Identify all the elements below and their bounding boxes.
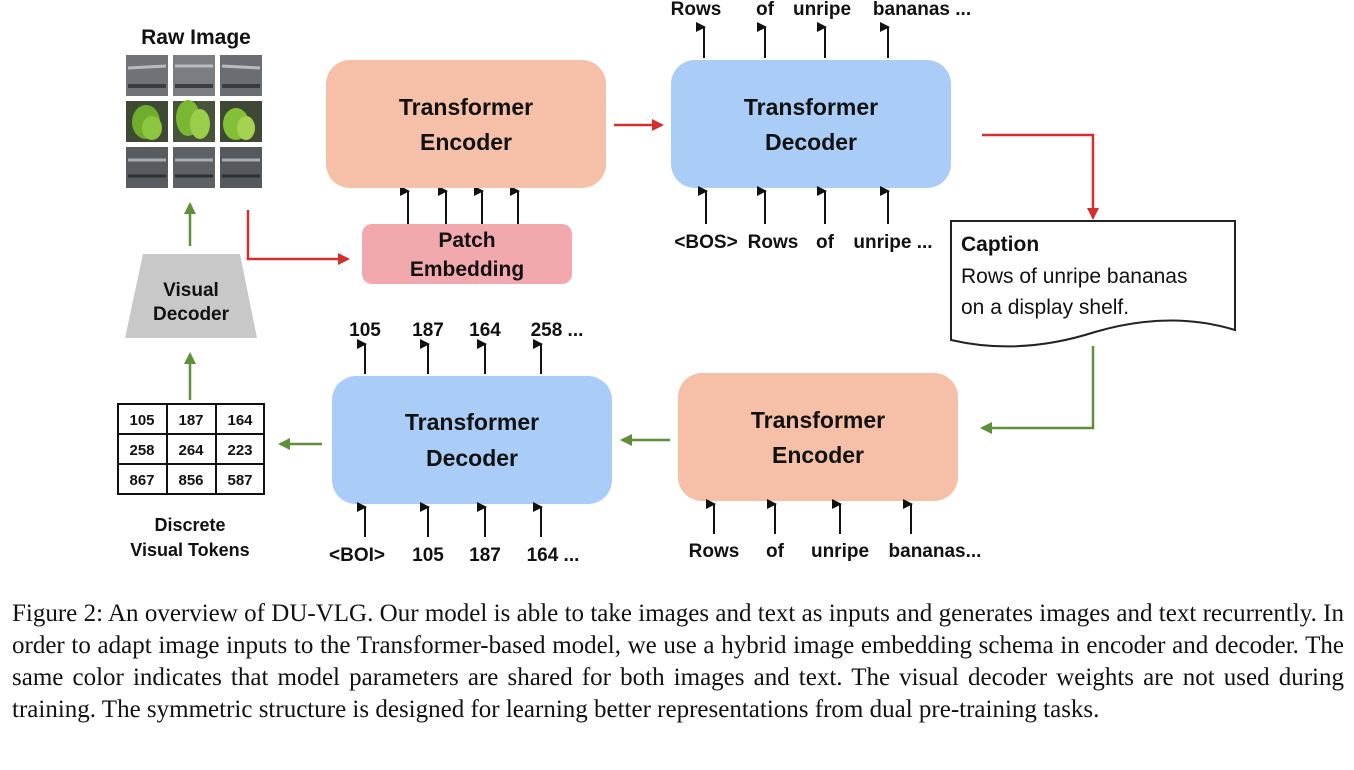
- token-cell: 164: [227, 412, 253, 429]
- bottom-decoder-output-token: 164: [469, 320, 501, 341]
- bottom-decoder-label-2: Decoder: [426, 445, 518, 471]
- bottom-decoder-input-token: 105: [412, 545, 444, 566]
- bottom-decoder-label-1: Transformer: [405, 409, 539, 435]
- arrow-decoder-to-caption: [982, 133, 1099, 220]
- top-encoder-label-2: Encoder: [420, 129, 512, 155]
- bottom-decoder-output-token: 187: [412, 320, 444, 341]
- token-cell: 258: [129, 442, 154, 459]
- top-decoder-input-token: Rows: [748, 232, 799, 253]
- top-decoder-label-1: Transformer: [744, 94, 878, 120]
- bottom-decoder-output-token: 258 ...: [531, 320, 584, 341]
- visual-decoder-label-1: Visual: [163, 280, 219, 301]
- patch-embedding-box: [362, 224, 572, 284]
- bottom-encoder-box: [678, 373, 958, 501]
- tokens-label-2: Visual Tokens: [130, 540, 249, 560]
- token-cell: 867: [129, 472, 154, 489]
- top-decoder-input-token: unripe ...: [853, 232, 932, 253]
- top-decoder-box: [671, 60, 951, 188]
- top-decoder-label-2: Decoder: [765, 129, 857, 155]
- top-encoder-box: [326, 60, 606, 188]
- bottom-decoder-box: [332, 376, 612, 504]
- bottom-encoder-input-token: of: [766, 541, 785, 562]
- top-encoder-label-1: Transformer: [399, 94, 533, 120]
- top-decoder-input-token: of: [816, 232, 835, 253]
- bottom-decoder-input-token: 164 ...: [527, 545, 580, 566]
- token-cell: 187: [178, 412, 203, 429]
- visual-decoder-box: [125, 254, 257, 338]
- bottom-encoder-label-2: Encoder: [772, 442, 864, 468]
- top-decoder-output-token: bananas ...: [873, 0, 971, 20]
- tokens-label-1: Discrete: [154, 515, 225, 535]
- du-vlg-diagram: Raw Image Visual Decoder: [117, 0, 1236, 566]
- caption-line-1: Rows of unripe bananas: [961, 265, 1187, 288]
- token-cell: 856: [178, 472, 203, 489]
- arrow-image-to-patch-embedding: [246, 210, 350, 265]
- bottom-encoder-input-token: unripe: [811, 541, 869, 562]
- visual-decoder-label-2: Decoder: [153, 304, 230, 325]
- bottom-encoder-input-token: Rows: [689, 541, 740, 562]
- raw-image-thumbnail: [126, 55, 262, 188]
- top-decoder-input-token: <BOS>: [674, 232, 737, 253]
- patch-embedding-label-2: Embedding: [410, 258, 524, 281]
- bottom-decoder-output-token: 105: [349, 320, 381, 341]
- bottom-decoder-input-token: <BOI>: [329, 545, 385, 566]
- arrow-caption-to-encoder: [980, 346, 1095, 434]
- bottom-encoder-label-1: Transformer: [751, 407, 885, 433]
- top-decoder-output-token: unripe: [793, 0, 851, 20]
- figure-caption: Figure 2: An overview of DU-VLG. Our mod…: [12, 600, 1344, 723]
- patch-embedding-label-1: Patch: [438, 229, 495, 252]
- top-decoder-output-token: of: [756, 0, 775, 20]
- visual-tokens-grid: 105 187 164 258 264 223 867 856 587: [117, 403, 265, 495]
- token-cell: 264: [178, 442, 204, 459]
- token-cell: 223: [227, 442, 252, 459]
- token-cell: 587: [227, 472, 252, 489]
- caption-title: Caption: [961, 233, 1039, 256]
- bottom-encoder-input-token: bananas...: [889, 541, 982, 562]
- top-decoder-output-token: Rows: [671, 0, 722, 20]
- bottom-decoder-input-token: 187: [469, 545, 501, 566]
- token-cell: 105: [129, 412, 154, 429]
- raw-image-title: Raw Image: [141, 26, 251, 49]
- caption-line-2: on a display shelf.: [961, 296, 1129, 319]
- caption-box: [950, 220, 1236, 348]
